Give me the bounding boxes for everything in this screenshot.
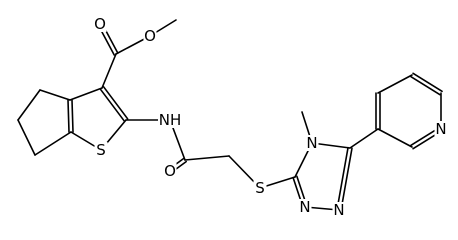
bond-ct3-ct2-b — [102, 86, 129, 120]
amide-nh-label: NH — [159, 111, 182, 129]
amide-oxygen-label-bg — [163, 163, 177, 179]
bond-c_ester-ct3 — [101, 53, 117, 89]
bond-c5r-p3 — [349, 128, 379, 149]
bond-ct3-ct2-a — [99, 88, 126, 122]
thiophene-sulfur-label-bg — [94, 142, 108, 158]
bond-c7a-c3a-b — [67, 99, 70, 133]
amide-oxygen-label: O — [164, 162, 176, 180]
carbonyl-oxygen-label-bg — [93, 16, 107, 32]
thioether-sulfur-label: S — [255, 179, 265, 197]
molecule-drawing: O O S NH O S N N N N — [17, 15, 448, 219]
triazole-n1-label: N — [333, 201, 344, 219]
bond-c3a-c4 — [39, 89, 71, 101]
triazole-n1-label-bg — [332, 202, 346, 218]
bond-c5r-n1-a — [336, 146, 349, 211]
bond-p2-p3 — [377, 128, 413, 148]
bond-c5r-n1-b — [340, 147, 353, 212]
triazole-n4-label: N — [306, 134, 317, 152]
triazole-n2-label: N — [299, 198, 310, 216]
ester-oxygen-label-bg — [143, 28, 157, 44]
bond-c3a-ct3 — [69, 87, 103, 101]
thioether-sulfur-label-bg — [253, 180, 267, 196]
bond-p5-p6-a — [410, 75, 441, 96]
bond-c5-c6 — [17, 119, 36, 156]
triazole-n4-label-bg — [305, 135, 319, 151]
bond-c6-c7a — [34, 131, 72, 156]
bond-camide-ch2 — [184, 155, 230, 161]
triazole-n2-label-bg — [298, 199, 312, 215]
bond-c4-c5 — [17, 89, 41, 121]
pyridine-nitrogen-label-bg — [434, 121, 448, 137]
carbonyl-oxygen-label: O — [94, 15, 106, 33]
ester-oxygen-label: O — [144, 27, 156, 45]
thiophene-sulfur-label: S — [96, 141, 106, 159]
bond-p4-p5 — [377, 74, 413, 94]
amide-nh-label-bg — [158, 112, 182, 128]
pyridine-nitrogen-label: N — [435, 120, 446, 138]
bond-p5-p6-b — [412, 72, 443, 93]
bond-c7a-c3a-a — [71, 99, 74, 133]
chemical-structure: O O S NH O S N N N N — [17, 15, 448, 219]
